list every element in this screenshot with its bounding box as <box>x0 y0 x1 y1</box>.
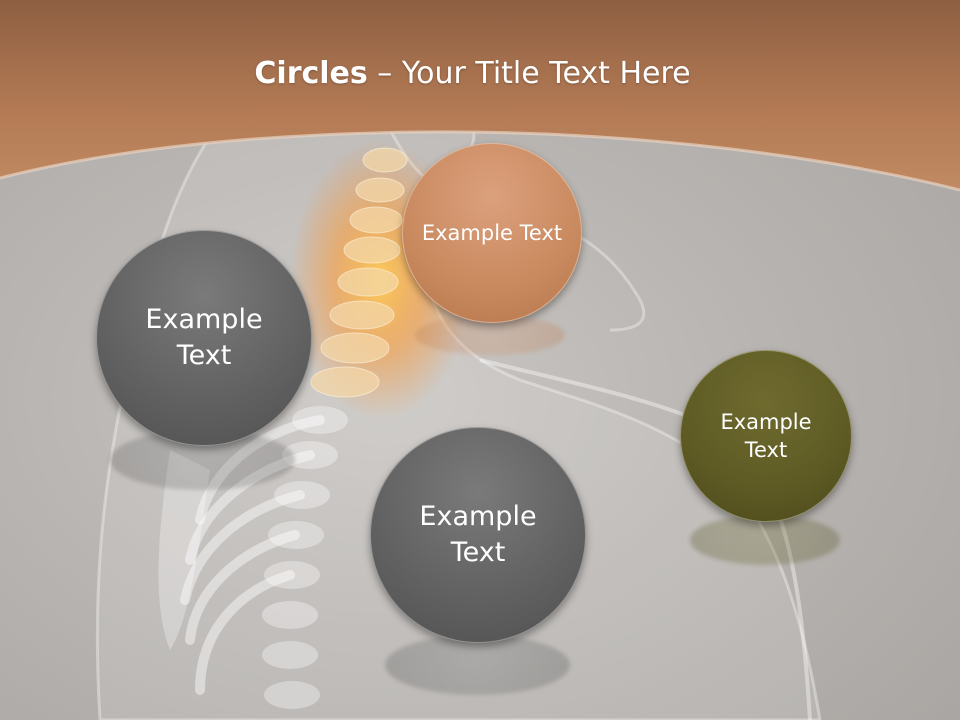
circle-large-left[interactable]: Example Text <box>96 230 312 446</box>
circle-reflection <box>385 635 570 695</box>
circle-top-orange[interactable]: Example Text <box>402 143 582 323</box>
circle-reflection <box>690 515 840 565</box>
circle-right-olive[interactable]: Example Text <box>680 350 852 522</box>
slide-title: Circles – Your Title Text Here <box>0 56 945 91</box>
circle-label: Example Text <box>419 500 537 568</box>
circle-label: Example Text <box>145 303 263 371</box>
title-rest: – Your Title Text Here <box>367 56 691 91</box>
circle-label: Example Text <box>720 409 812 462</box>
title-bold: Circles <box>254 56 368 91</box>
circle-label: Example Text <box>421 220 563 245</box>
header-band <box>0 0 960 192</box>
circle-large-bottom[interactable]: Example Text <box>370 427 586 643</box>
